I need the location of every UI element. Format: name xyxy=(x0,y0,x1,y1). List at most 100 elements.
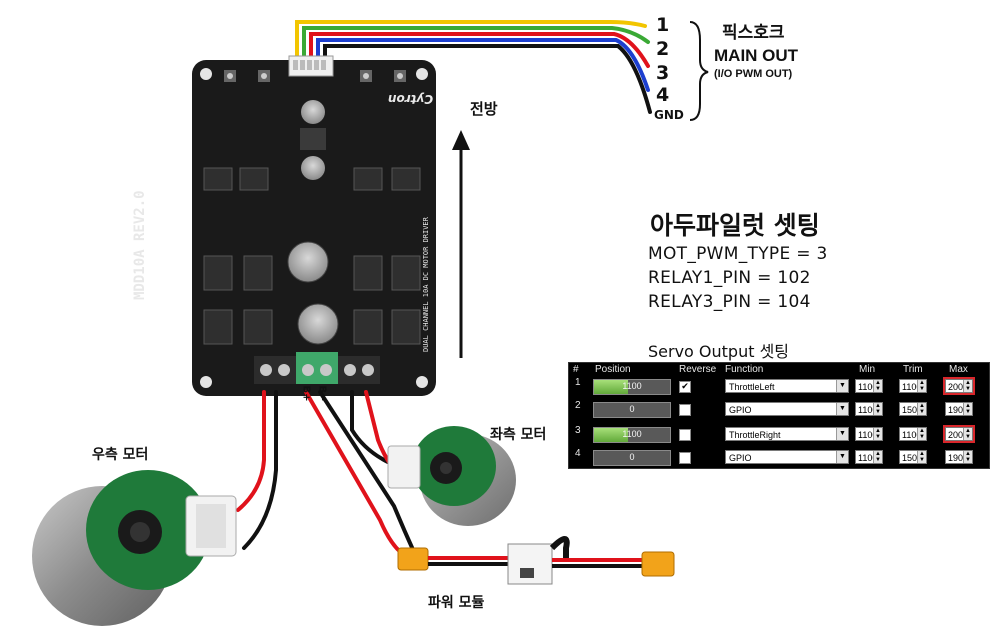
terminal-bplus-label: B+ xyxy=(300,385,312,402)
servo-output-title: Servo Output 셋팅 xyxy=(648,342,790,361)
min-field[interactable]: 1100▲▼ xyxy=(855,450,883,464)
max-field[interactable]: 1900▲▼ xyxy=(945,450,973,464)
function-select[interactable]: GPIO ▼ xyxy=(725,402,849,416)
chevron-down-icon[interactable]: ▼ xyxy=(836,428,848,440)
function-value: GPIO xyxy=(729,453,752,463)
reverse-checkbox[interactable] xyxy=(679,404,691,416)
min-field[interactable]: 1100▲▼ xyxy=(855,427,883,441)
param-relay3-pin: RELAY3_PIN = 104 xyxy=(648,292,811,312)
spinner-icon[interactable]: ▲▼ xyxy=(917,403,926,415)
max-field[interactable]: 1900▲▼ xyxy=(945,402,973,416)
param-relay1-pin: RELAY1_PIN = 102 xyxy=(648,268,811,288)
function-select[interactable]: ThrottleRight ▼ xyxy=(725,427,849,441)
spinner-icon[interactable]: ▲▼ xyxy=(963,380,972,392)
pin-4-label: 4 xyxy=(656,84,670,106)
board-subtitle-label: DUAL CHANNEL 10A DC MOTOR DRIVER xyxy=(422,217,430,352)
trim-field[interactable]: 1100▲▼ xyxy=(899,379,927,393)
position-bar: 1100 xyxy=(593,427,671,443)
reverse-checkbox[interactable]: ✔ xyxy=(679,381,691,393)
pixhawk-title: 픽스호크 xyxy=(722,23,785,43)
io-pwm-out-label: (I/O PWM OUT) xyxy=(714,68,793,80)
forward-label: 전방 xyxy=(470,100,498,118)
chevron-down-icon[interactable]: ▼ xyxy=(836,403,848,415)
trim-field[interactable]: 1500▲▼ xyxy=(899,450,927,464)
pin-gnd-label: GND xyxy=(654,108,684,122)
col-position-header: Position xyxy=(595,364,631,375)
max-value: 2000 xyxy=(948,430,969,440)
min-field[interactable]: 1100▲▼ xyxy=(855,402,883,416)
terminal-bminus-label: B− xyxy=(316,385,328,402)
reverse-checkbox[interactable] xyxy=(679,429,691,441)
brace xyxy=(689,21,709,121)
power-module xyxy=(397,536,675,585)
col-max-header: Max xyxy=(949,364,968,375)
spinner-icon[interactable]: ▲▼ xyxy=(917,428,926,440)
function-select[interactable]: GPIO ▼ xyxy=(725,450,849,464)
chevron-down-icon[interactable]: ▼ xyxy=(836,380,848,392)
col-reverse-header: Reverse xyxy=(679,364,717,375)
max-value: 1900 xyxy=(948,405,969,415)
col-trim-header: Trim xyxy=(903,364,923,375)
spinner-icon[interactable]: ▲▼ xyxy=(917,451,926,463)
pin-2-label: 2 xyxy=(656,38,670,60)
chevron-down-icon[interactable]: ▼ xyxy=(836,451,848,463)
position-fill xyxy=(594,380,629,394)
position-bar: 0 xyxy=(593,402,671,418)
forward-arrow-icon xyxy=(452,130,470,358)
spinner-icon[interactable]: ▲▼ xyxy=(873,380,882,392)
row-number: 3 xyxy=(575,425,581,436)
trim-value: 1500 xyxy=(902,453,923,463)
param-mot-pwm-type: MOT_PWM_TYPE = 3 xyxy=(648,244,828,264)
spinner-icon[interactable]: ▲▼ xyxy=(873,403,882,415)
function-value: ThrottleLeft xyxy=(729,382,775,392)
min-field[interactable]: 1100▲▼ xyxy=(855,379,883,393)
right-motor xyxy=(32,470,237,626)
row-number: 4 xyxy=(575,448,581,459)
position-bar: 1100 xyxy=(593,379,671,395)
position-bar: 0 xyxy=(593,450,671,466)
main-out-label: MAIN OUT xyxy=(714,46,799,65)
position-fill xyxy=(594,428,629,442)
position-value: 1100 xyxy=(622,429,642,439)
max-value: 2000 xyxy=(948,382,969,392)
position-value: 0 xyxy=(629,404,635,414)
trim-field[interactable]: 1100▲▼ xyxy=(899,427,927,441)
min-value: 1100 xyxy=(858,405,878,415)
reverse-checkbox[interactable] xyxy=(679,452,691,464)
motor-driver-board xyxy=(192,55,436,396)
board-model-label: MDD10A REV2.0 xyxy=(132,190,148,300)
position-value: 1100 xyxy=(622,381,642,391)
max-value: 1900 xyxy=(948,453,969,463)
min-value: 1100 xyxy=(858,382,878,392)
function-value: GPIO xyxy=(729,405,752,415)
row-number: 1 xyxy=(575,377,581,388)
position-value: 0 xyxy=(629,452,635,462)
power-module-label: 파워 모듈 xyxy=(428,595,485,611)
board-brand-label: Cytron xyxy=(388,92,434,106)
col-min-header: Min xyxy=(859,364,876,375)
servo-output-table: # Position Reverse Function Min Trim Max… xyxy=(568,362,990,469)
max-field[interactable]: 2000▲▼ xyxy=(943,377,975,395)
row-number: 2 xyxy=(575,400,581,411)
trim-field[interactable]: 1500▲▼ xyxy=(899,402,927,416)
left-motor xyxy=(387,426,516,526)
function-select[interactable]: ThrottleLeft ▼ xyxy=(725,379,849,393)
spinner-icon[interactable]: ▲▼ xyxy=(917,380,926,392)
spinner-icon[interactable]: ▲▼ xyxy=(963,451,972,463)
spinner-icon[interactable]: ▲▼ xyxy=(963,403,972,415)
pin-3-label: 3 xyxy=(656,62,670,84)
max-field[interactable]: 2000▲▼ xyxy=(943,425,975,443)
signal-wires xyxy=(295,20,652,114)
col-function-header: Function xyxy=(725,364,764,375)
right-motor-label: 우측 모터 xyxy=(92,447,149,463)
function-value: ThrottleRight xyxy=(729,430,781,440)
spinner-icon[interactable]: ▲▼ xyxy=(873,428,882,440)
spinner-icon[interactable]: ▲▼ xyxy=(873,451,882,463)
min-value: 1100 xyxy=(858,453,878,463)
trim-value: 1100 xyxy=(902,382,922,392)
ardupilot-settings-title: 아두파일럿 셋팅 xyxy=(650,211,820,240)
pin-1-label: 1 xyxy=(656,14,670,36)
spinner-icon[interactable]: ▲▼ xyxy=(963,428,972,440)
